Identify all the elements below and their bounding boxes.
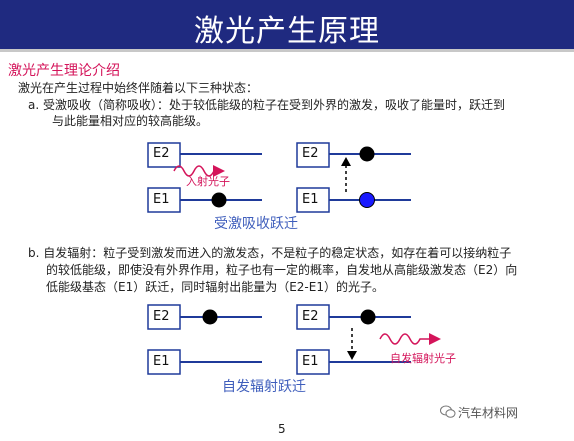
e2-box <box>296 304 330 330</box>
spontaneous-after-panel <box>296 304 441 375</box>
arrow-head-down <box>347 351 357 360</box>
incident-photon-wave <box>173 165 225 177</box>
a-right-e2-label: E2 <box>302 146 319 161</box>
a-left-e1-label: E1 <box>153 192 170 207</box>
e1-box <box>296 349 330 375</box>
emitted-photon-wave <box>379 333 441 345</box>
absorption-after-panel <box>296 142 411 213</box>
arrow-head-up <box>341 157 351 166</box>
b-left-e1-label: E1 <box>153 354 170 369</box>
absorption-before-panel <box>147 142 262 213</box>
title-banner: 激光产生原理 <box>0 0 574 52</box>
item-a-line2: 与此能量相对应的较高能级。 <box>52 114 209 128</box>
e1-box <box>296 187 330 213</box>
a-left-e2-label: E2 <box>153 146 170 161</box>
item-b-line3: 低能级基态（E1）跃迁，同时辐射出能量为（E2-E1）的光子。 <box>46 280 384 294</box>
empty-state-dot <box>359 192 375 208</box>
a-right-e1-label: E1 <box>302 192 319 207</box>
intro-text: 激光在产生过程中始终伴随着以下三种状态： <box>18 81 259 95</box>
wechat-icon <box>440 405 456 418</box>
particle-dot <box>359 146 375 162</box>
spontaneous-before-panel <box>147 304 262 375</box>
e2-box <box>296 142 330 168</box>
emitted-photon-label: 自发辐射光子 <box>390 352 456 365</box>
page-number: 5 <box>278 422 286 436</box>
title-underline <box>0 49 574 52</box>
e2-box <box>147 304 181 330</box>
section-title: 激光产生理论介绍 <box>8 63 120 79</box>
item-b-line2: 的较低能级，即使没有外界作用，粒子也有一定的概率，自发地从高能级激发态（E2）向 <box>46 263 518 277</box>
absorption-caption: 受激吸收跃迁 <box>214 216 298 232</box>
particle-dot <box>211 192 227 208</box>
particle-dot <box>360 309 376 325</box>
b-right-e1-label: E1 <box>302 354 319 369</box>
item-a-line1: a. 受激吸收（简称吸收）：处于较低能级的粒子在受到外界的激发，吸收了能量时，跃… <box>28 98 505 112</box>
spontaneous-caption: 自发辐射跃迁 <box>222 379 306 395</box>
item-b-line1: b. 自发辐射：粒子受到激发而进入的激发态，不是粒子的稳定状态，如存在着可以接纳… <box>28 246 512 260</box>
watermark-text: 汽车材料网 <box>458 406 519 420</box>
b-right-e2-label: E2 <box>302 309 319 324</box>
particle-dot <box>202 309 218 325</box>
page-title: 激光产生原理 <box>194 14 380 49</box>
incident-photon-label: 入射光子 <box>186 175 230 188</box>
b-left-e2-label: E2 <box>153 309 170 324</box>
